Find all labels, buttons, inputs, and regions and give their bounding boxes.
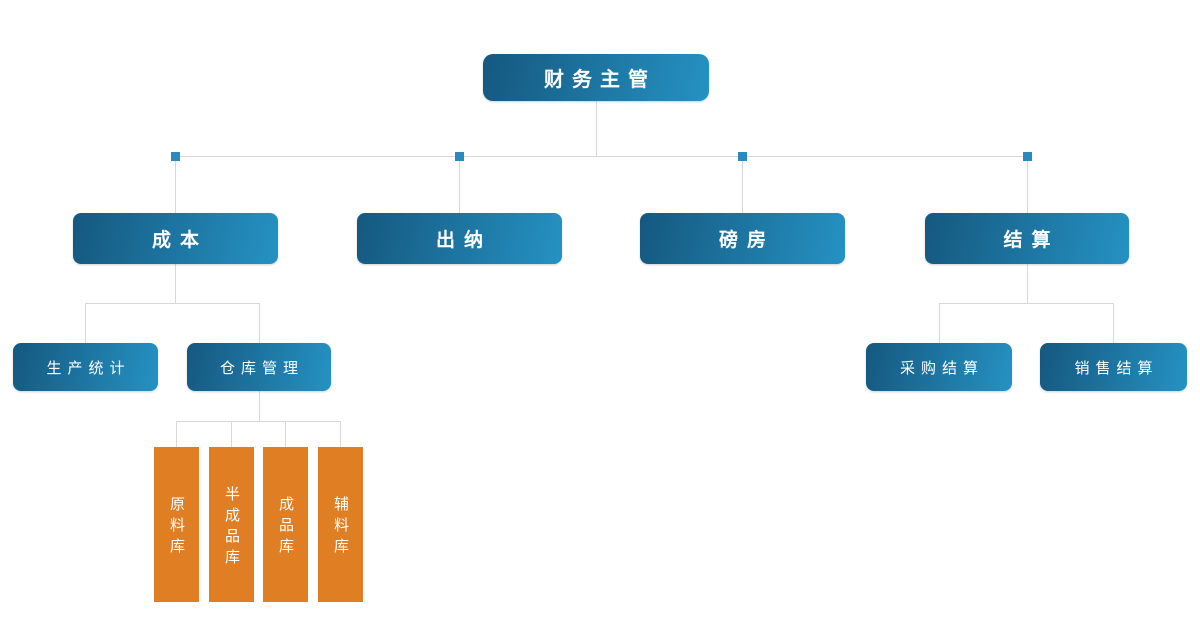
node-purchase-settlement: 采购结算	[866, 343, 1012, 391]
connector-junction-marker	[455, 152, 464, 161]
connector-drop-production	[85, 303, 86, 343]
node-label: 磅房	[718, 230, 775, 251]
node-label: 辅料库	[332, 496, 349, 559]
node-label: 仓库管理	[219, 359, 304, 377]
connector-drop-sales	[1113, 303, 1114, 343]
node-label: 出纳	[435, 230, 492, 251]
node-finance-supervisor: 财务主管	[483, 54, 709, 101]
node-settlement: 结算	[925, 213, 1129, 264]
connector-drop-weighbridge	[742, 156, 743, 213]
node-label: 销售结算	[1074, 359, 1159, 377]
connector-drop-cashier	[459, 156, 460, 213]
node-label: 生产统计	[46, 359, 131, 377]
node-label: 采购结算	[899, 359, 984, 377]
connector-warehouse-drop	[259, 391, 260, 421]
connector-drop-semi-store	[231, 421, 232, 447]
node-production-statistics: 生产统计	[13, 343, 158, 391]
connector-settlement-drop	[1027, 264, 1028, 303]
connector-drop-raw-store	[176, 421, 177, 447]
connector-junction-marker	[738, 152, 747, 161]
node-cost: 成本	[73, 213, 278, 264]
connector-cost-drop	[175, 264, 176, 303]
connector-junction-marker	[171, 152, 180, 161]
connector-cost-horizontal	[85, 303, 259, 304]
connector-warehouse-horizontal	[176, 421, 340, 422]
connector-drop-aux-store	[340, 421, 341, 447]
node-weighbridge: 磅房	[640, 213, 845, 264]
node-label: 财务主管	[544, 69, 656, 91]
node-auxiliary-material-store: 辅料库	[318, 447, 363, 602]
node-warehouse-management: 仓库管理	[187, 343, 331, 391]
connector-drop-cost	[175, 156, 176, 213]
node-sales-settlement: 销售结算	[1040, 343, 1187, 391]
node-raw-material-store: 原料库	[154, 447, 199, 602]
connector-settlement-horizontal	[939, 303, 1113, 304]
node-finished-goods-store: 成品库	[263, 447, 308, 602]
connector-root-drop	[596, 101, 597, 156]
node-label: 成本	[151, 230, 208, 251]
connector-level1-horizontal	[175, 156, 1028, 157]
connector-junction-marker	[1023, 152, 1032, 161]
node-label: 原料库	[168, 496, 185, 559]
connector-drop-warehouse	[259, 303, 260, 343]
connector-drop-purchase	[939, 303, 940, 343]
connector-drop-finished-store	[285, 421, 286, 447]
node-cashier: 出纳	[357, 213, 562, 264]
node-semi-finished-store: 半成品库	[209, 447, 254, 602]
node-label: 半成品库	[223, 485, 240, 570]
node-label: 成品库	[277, 496, 294, 559]
connector-drop-settlement	[1027, 156, 1028, 213]
node-label: 结算	[1003, 230, 1060, 251]
